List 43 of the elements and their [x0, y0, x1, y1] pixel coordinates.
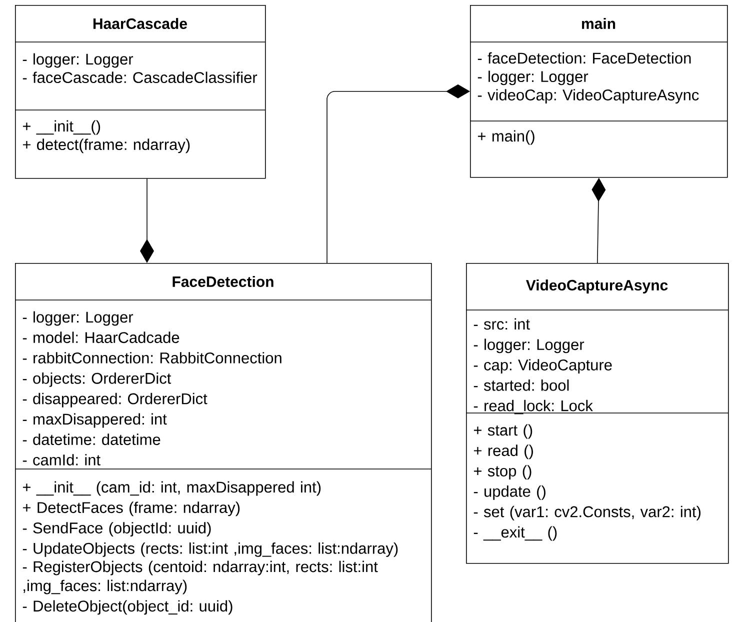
method: - RegisterObjects (centoid: ndarray:int, rects: list:int ,img_faces: list:ndarray) — [22, 560, 378, 594]
class-box — [14, 5, 266, 179]
method: + __init__ (cam_id: int, maxDisappered int) — [22, 481, 321, 496]
class-box — [466, 263, 729, 564]
attribute: - objects: OrdererDict — [22, 372, 172, 387]
method: + __init__() — [22, 120, 100, 135]
attribute: - logger: Logger — [22, 311, 134, 326]
class-name: FaceDetection — [172, 276, 274, 287]
attribute: - src: int — [474, 318, 530, 330]
class-name: VideoCaptureAsync — [526, 280, 668, 294]
attribute: - logger: Logger — [478, 70, 588, 86]
attribute: - datetime: datetime — [22, 434, 160, 446]
composition-line — [326, 84, 470, 264]
attribute: - maxDisappered: int — [22, 413, 167, 428]
method: - DeleteObject(object_id: uuid) — [22, 600, 232, 615]
attribute: - faceCascade: CascadeClassifier — [22, 72, 258, 84]
method: + detect(frame: ndarray) — [22, 138, 190, 154]
method: + stop () — [474, 465, 532, 480]
attribute: - disappeared: OrdererDict — [22, 392, 208, 408]
attribute: - started: bool — [474, 379, 569, 391]
method: - UpdateObjects (rects: list:int ,img_faces: list:ndarray) — [22, 542, 398, 557]
method: - update () — [474, 485, 546, 500]
class-box — [14, 263, 432, 622]
attribute: - logger: Logger — [22, 53, 134, 68]
attribute: - videoCap: VideoCaptureAsync — [478, 89, 699, 104]
attribute: - faceDetection: FaceDetection — [478, 52, 691, 64]
composition-line — [140, 178, 154, 263]
attribute: - camId: int — [22, 454, 100, 466]
attribute: - read_lock: Lock — [474, 400, 593, 414]
attribute: - cap: VideoCapture — [474, 359, 612, 374]
method: + main() — [478, 130, 534, 145]
attribute: - model: HaarCadcade — [22, 332, 180, 344]
method: + start () — [474, 424, 532, 439]
attribute: - rabbitConnection: RabbitConnection — [22, 352, 282, 364]
class-name: HaarCascade — [93, 18, 187, 29]
method: - set (var1: cv2.Consts, var2: int) — [474, 506, 700, 520]
attribute: - logger: Logger — [474, 338, 584, 354]
class-name: main — [582, 18, 616, 29]
class-box — [470, 5, 728, 178]
method: + DetectFaces (frame: ndarray) — [22, 502, 240, 516]
method: - SendFace (objectId: uuid) — [22, 522, 211, 537]
method: - __exit__ () — [474, 526, 557, 541]
method: + read () — [474, 444, 533, 460]
